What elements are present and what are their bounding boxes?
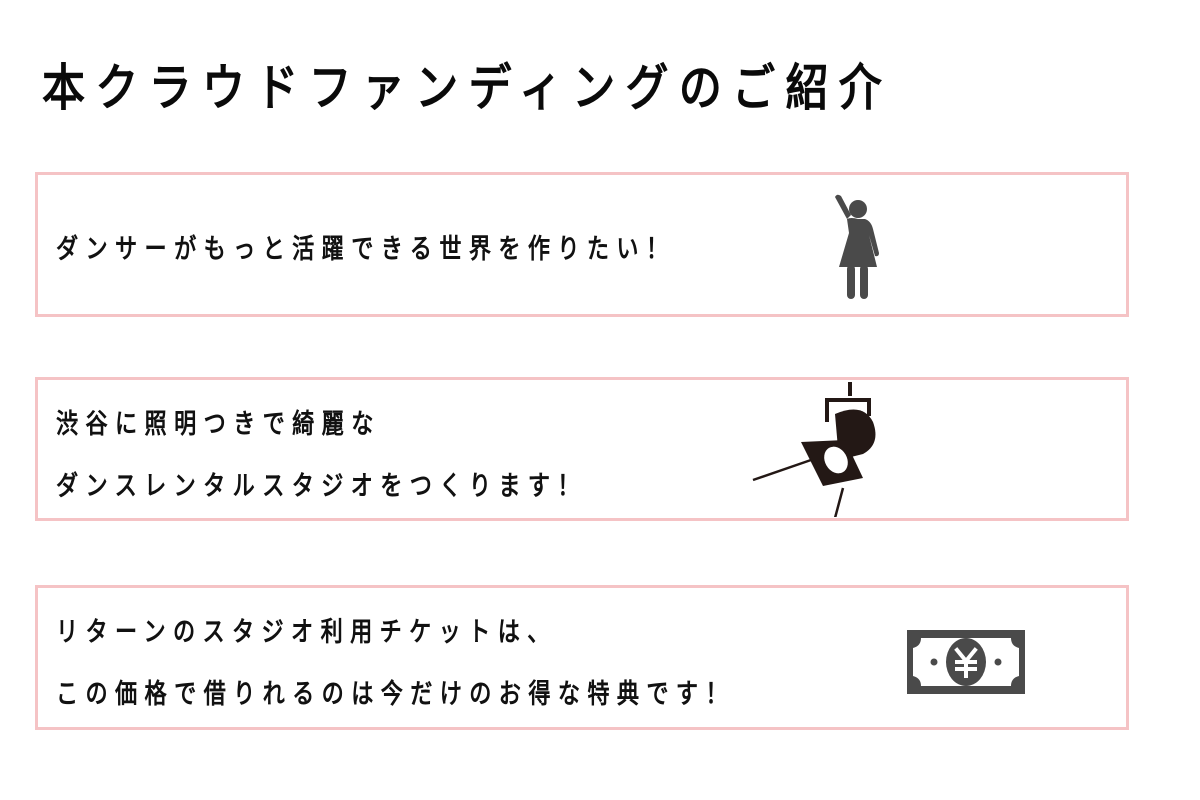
card-return-ticket: リターンのスタジオ利用チケットは、 この価格で借りれるのは今だけのお得な特典です… xyxy=(35,585,1129,730)
card-text-line: この価格で借りれるのは今だけのお得な特典です！ xyxy=(56,679,735,710)
card-studio-plan: 渋谷に照明つきで綺麗な ダンスレンタルスタジオをつくります！ xyxy=(35,377,1129,521)
card-text: リターンのスタジオ利用チケットは、 この価格で借りれるのは今だけのお得な特典です… xyxy=(56,602,735,726)
card-dancer-mission: ダンサーがもっと活躍できる世界を作りたい！ xyxy=(35,172,1129,317)
card-text-line: リターンのスタジオ利用チケットは、 xyxy=(56,617,557,648)
card-text: ダンサーがもっと活躍できる世界を作りたい！ xyxy=(56,227,675,266)
page-title: 本クラウドファンディングのご紹介 xyxy=(42,59,893,117)
card-text-line: ダンスレンタルスタジオをつくります！ xyxy=(56,471,587,502)
woman-raising-hand-icon xyxy=(833,193,883,305)
yen-banknote-icon xyxy=(907,630,1025,698)
card-text: 渋谷に照明つきで綺麗な ダンスレンタルスタジオをつくります！ xyxy=(56,394,587,518)
spotlight-icon xyxy=(743,382,883,521)
card-text-line: 渋谷に照明つきで綺麗な xyxy=(56,409,381,440)
card-text-line: ダンサーがもっと活躍できる世界を作りたい！ xyxy=(56,234,676,265)
